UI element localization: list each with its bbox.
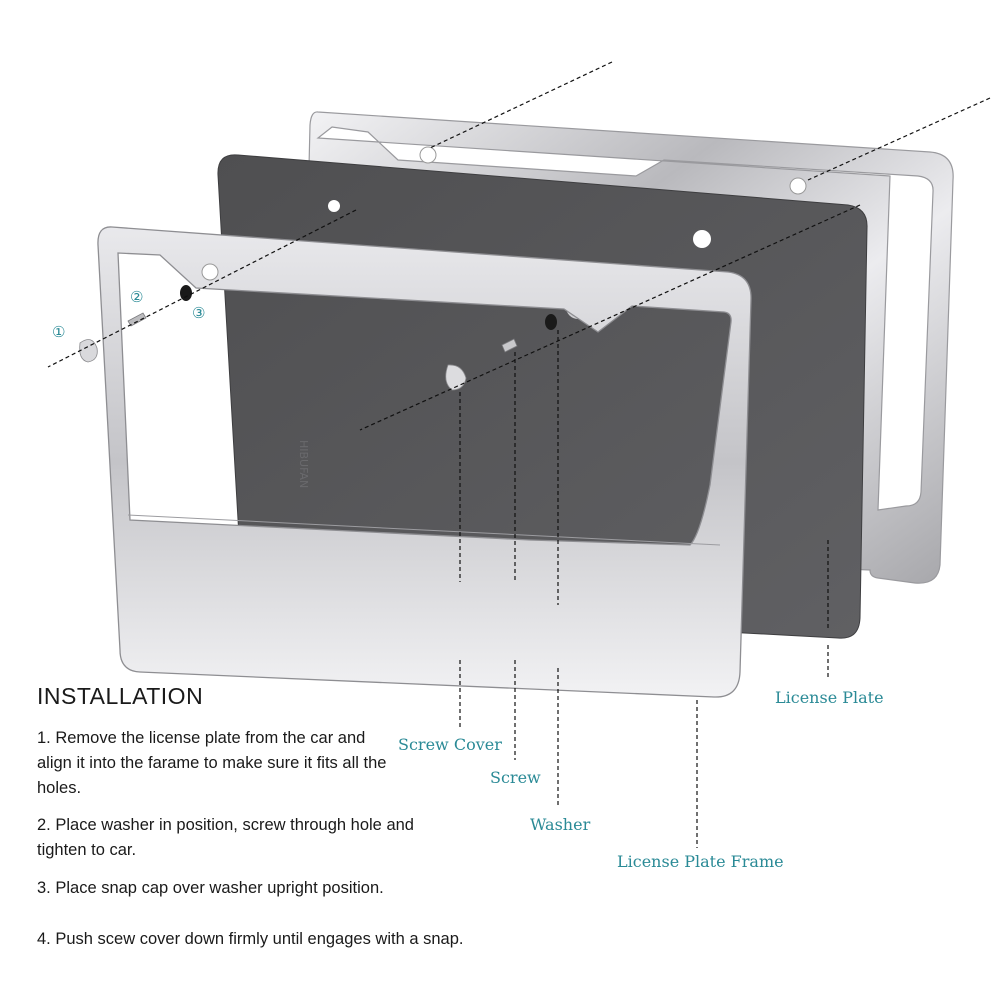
- step-marker-2: ②: [130, 288, 144, 306]
- screw-cover-left: [79, 339, 98, 363]
- instruction-step-2: 2. Place washer in position, screw throu…: [37, 816, 414, 859]
- guide-lines: [47, 61, 991, 848]
- washer-right: [545, 314, 557, 330]
- washer-left: [180, 285, 192, 301]
- screw-left: [127, 312, 147, 327]
- hardware: [79, 285, 557, 391]
- instruction-step-3: 3. Place snap cap over washer upright po…: [37, 879, 384, 897]
- installation-instructions: INSTALLATION 1. Remove the license plate…: [37, 683, 597, 948]
- screw-cover-right: [445, 364, 467, 391]
- watermark-text: HIBUFAN: [297, 440, 310, 488]
- step-marker-1: ①: [52, 323, 66, 341]
- label-license-plate: License Plate: [775, 688, 884, 707]
- instructions-title: INSTALLATION: [37, 683, 204, 709]
- screw-right: [501, 338, 518, 353]
- label-license-plate-frame: License Plate Frame: [617, 852, 784, 871]
- step-marker-3: ③: [192, 304, 206, 322]
- label-washer: Washer: [530, 815, 591, 834]
- label-screw-cover: Screw Cover: [398, 735, 502, 754]
- instruction-step-4: 4. Push scew cover down firmly until eng…: [37, 930, 464, 948]
- label-screw: Screw: [490, 768, 541, 787]
- front-license-plate-frame: [97, 226, 752, 698]
- instruction-step-1: 1. Remove the license plate from the car…: [37, 729, 387, 797]
